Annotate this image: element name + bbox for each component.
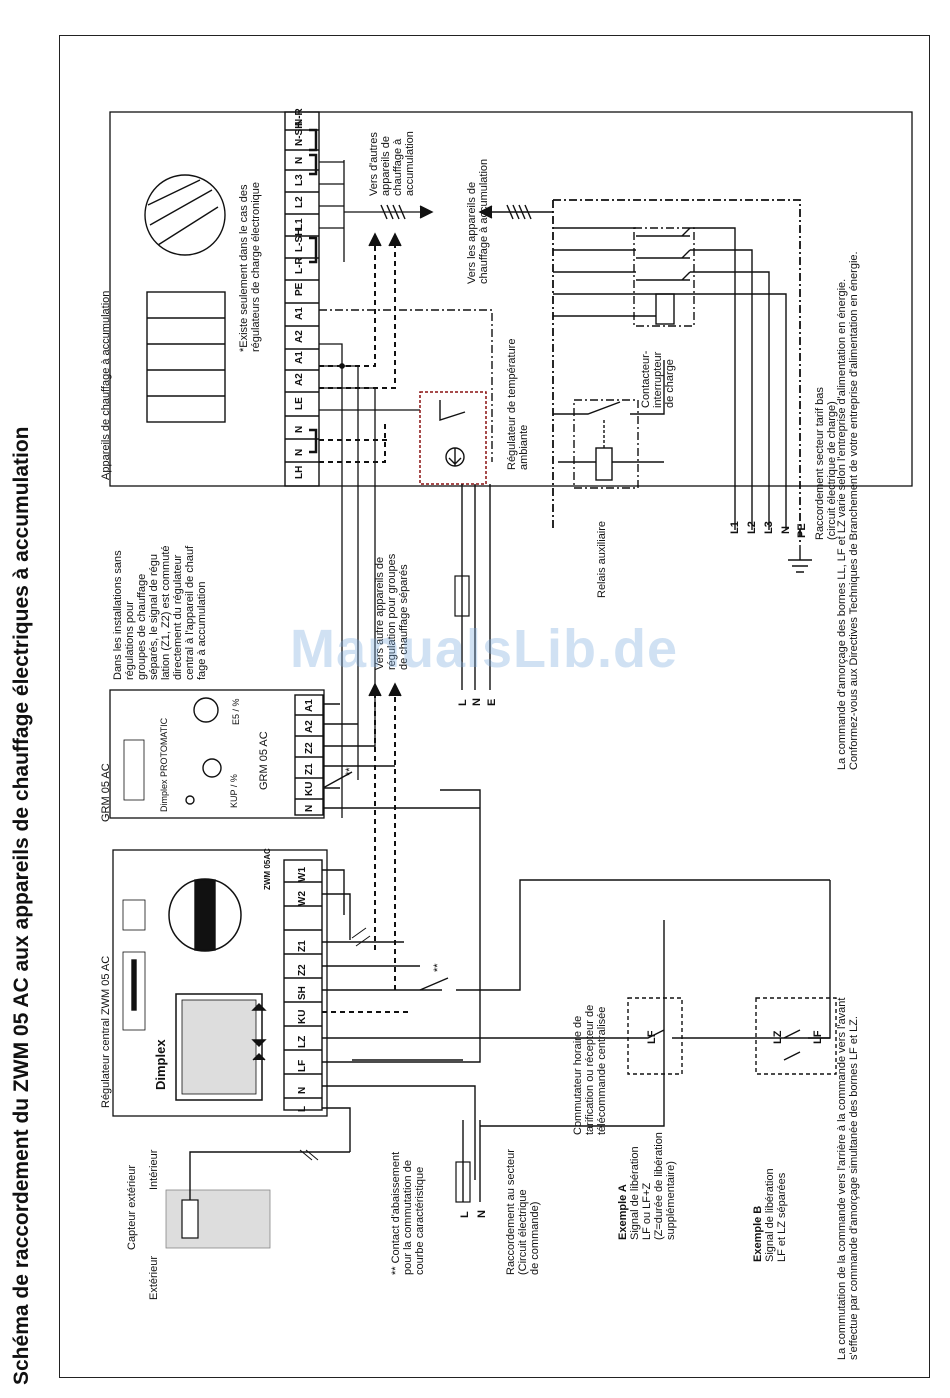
commutateur-label: Commutateur horaire de tarification ou r… (572, 1004, 608, 1135)
svg-text:L2: L2 (294, 196, 305, 208)
svg-text:LE: LE (294, 397, 305, 410)
heater-fan (144, 174, 226, 256)
svg-text:A2: A2 (294, 373, 305, 386)
svg-text:N: N (294, 157, 305, 164)
svg-text:L3: L3 (294, 174, 305, 186)
exempleB-body: Signal de libération LF et LZ séparées (764, 1168, 788, 1262)
heater-core (146, 291, 226, 423)
zwm-model: ZWM 05AC (263, 848, 272, 890)
svg-text:LH: LH (294, 466, 305, 479)
zwm-term-w1: W1 (297, 867, 308, 882)
star-contact-a: ** (432, 963, 444, 972)
secteur-cmd-label: Raccordement au secteur (Circuit électri… (505, 1149, 541, 1275)
zwm-brand: Dimplex (153, 1039, 168, 1090)
grm-term-n: N (304, 804, 315, 812)
lz-label: LZ (772, 1030, 784, 1044)
raccord-tarif-label: Raccordement secteur tarif bas (circuit … (814, 387, 838, 540)
exempleB-title: Exemple B (752, 1205, 764, 1262)
interieur-label: Intérieur (148, 1149, 160, 1190)
zwm-term-n: N (297, 1086, 308, 1094)
svg-text:N-R: N-R (294, 107, 305, 126)
heater-fan-blades (147, 179, 219, 246)
svg-text:L1: L1 (294, 218, 305, 230)
zwm-term-lf: LF (297, 1059, 308, 1072)
grm-model: GRM 05 AC (258, 731, 270, 790)
svg-text:A1: A1 (294, 307, 305, 320)
exterieur-label: Extérieur (148, 1255, 160, 1300)
relais-label: Relais auxiliaire (596, 520, 608, 598)
phase-pe: PE (796, 523, 808, 538)
timer-lf-lz-box (755, 997, 837, 1075)
star-contact-b: ** (344, 767, 356, 776)
zwm-label: Régulateur central ZWM 05 AC (100, 955, 112, 1108)
ln-mid-e: E (486, 698, 498, 706)
heater-label: Appareils de chauffage à accumulation (100, 290, 112, 480)
svg-text:N: N (294, 426, 305, 433)
heater-note: *Existe seulement dans le cas des régula… (238, 181, 262, 352)
grm-label: GRM 05 AC (100, 763, 112, 822)
zwm-term-lz: LZ (297, 1035, 308, 1048)
heater-terminal-strip (284, 111, 320, 487)
zwm-term-ku: KU (297, 1009, 308, 1024)
contact-label: ** Contact d'abaissement pour la commuta… (390, 1151, 426, 1275)
zwm-term-l: L (297, 1105, 308, 1112)
grm-brand: Dimplex PROTOMATIC (159, 717, 169, 812)
zwm-term-w2: W2 (297, 891, 308, 906)
svg-text:N: N (294, 449, 305, 456)
svg-text:L-R: L-R (294, 257, 305, 274)
contactor-box (633, 227, 695, 327)
bottom-right-note: La commande d'amorçage des bornes LL, LF… (836, 251, 860, 770)
bottom-left-note: La commutation de la commande vers l'arr… (836, 997, 860, 1360)
watermark: ManualsLib.de (290, 619, 679, 679)
dans-install-note: Dans les installations sans régulations … (112, 545, 208, 681)
svg-text:L-SH: L-SH (294, 229, 305, 252)
phase-l2: L2 (746, 521, 758, 534)
ln-mid-l: L (457, 699, 469, 706)
zwm-term-z1: Z1 (297, 940, 308, 952)
heater-box (109, 111, 913, 487)
svg-text:A1: A1 (294, 351, 305, 364)
exempleA-body: Signal de libération LF ou LF+Z (Z=durée… (629, 1132, 677, 1240)
ln-left-l: L (459, 1211, 471, 1218)
svg-text:A2: A2 (294, 330, 305, 343)
grm-knob-e5: E5 / % (231, 698, 241, 725)
relay-box (573, 399, 639, 489)
grm-term-a2: A2 (304, 720, 315, 733)
grm-box (109, 689, 325, 819)
room-thermostat (419, 391, 487, 485)
phase-l3: L3 (763, 521, 775, 534)
zwm-box (112, 849, 328, 1117)
ln-mid-n: N (471, 698, 483, 706)
lf-a-label: LF (646, 1030, 658, 1044)
zwm-term-z2: Z2 (297, 964, 308, 976)
lf-b-label: LF (812, 1030, 824, 1044)
svg-text:N-SH: N-SH (294, 122, 305, 146)
ln-left-n: N (476, 1210, 488, 1218)
vers-appareils-label: Vers les appareils de chauffage à accumu… (466, 158, 490, 284)
grm-term-a1: A1 (304, 699, 315, 712)
contacteur-label: Contacteur- interrupteur de charge (640, 350, 676, 408)
svg-text:PE: PE (294, 282, 305, 296)
grm-term-z2: Z2 (304, 742, 315, 754)
grm-term-ku: KU (304, 781, 315, 796)
vers-autres-label: Vers d'autres appareils de chauffage à a… (368, 131, 416, 196)
grm-term-z1: Z1 (304, 763, 315, 775)
regulateur-temp-label: Régulateur de température ambiante (506, 338, 530, 470)
zwm-term-sh: SH (297, 986, 308, 1000)
timer-lf-box (627, 997, 683, 1075)
capteur-label: Capteur extérieur (126, 1165, 138, 1250)
phase-l1: L1 (729, 521, 741, 534)
grm-knob-kup: KUP / % (229, 774, 239, 808)
diagram-frame (59, 35, 930, 1378)
phase-n: N (780, 526, 792, 534)
exempleA-title: Exemple A (617, 1184, 629, 1240)
